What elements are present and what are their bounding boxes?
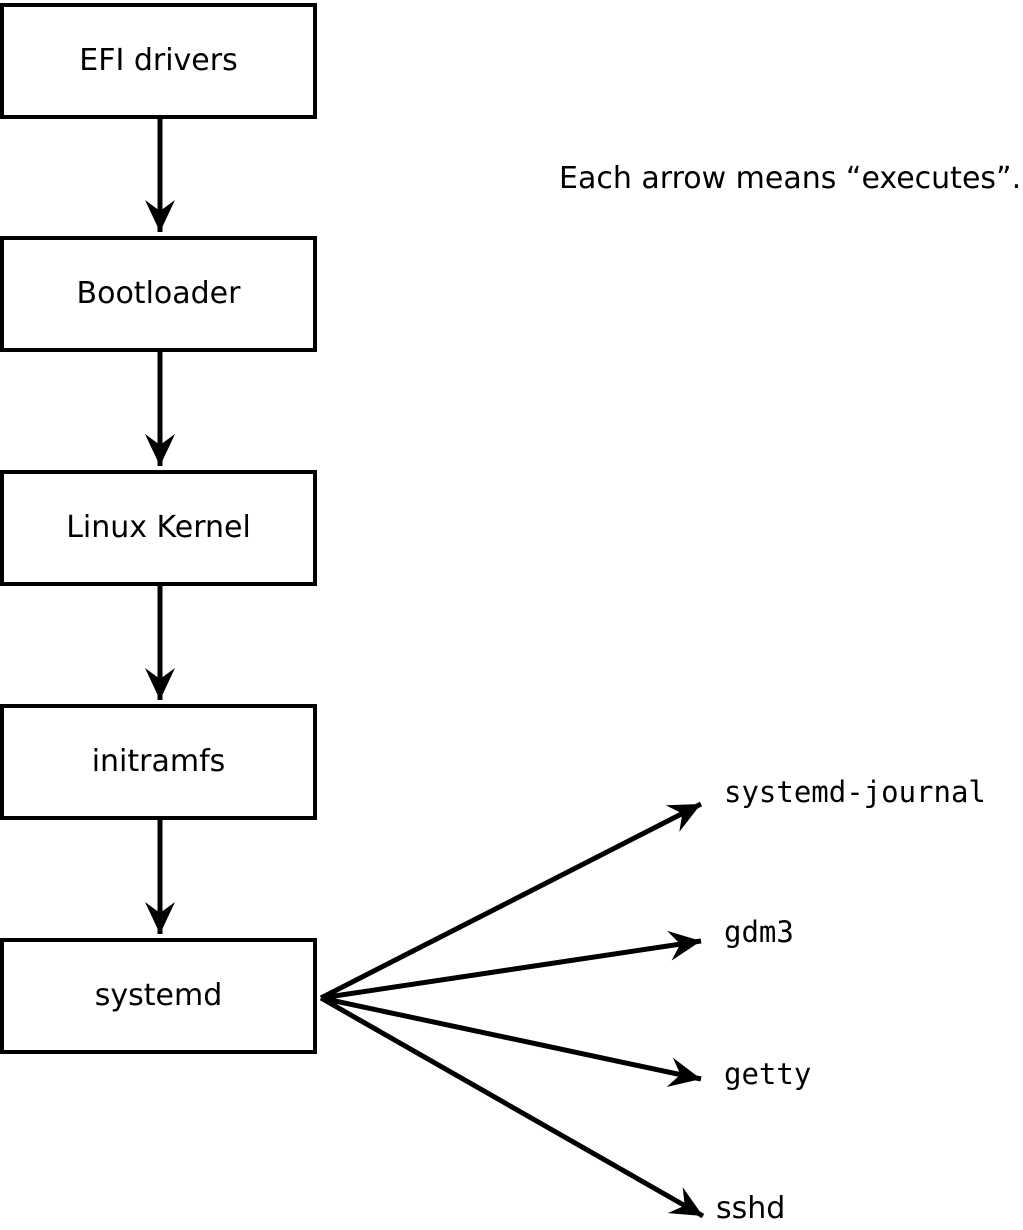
box-initramfs-label: initramfs: [91, 744, 226, 779]
box-linux-kernel-label: Linux Kernel: [66, 510, 251, 545]
arrow-systemd-to-sshd: [319, 995, 705, 1219]
arrow-legend-note: Each arrow means “executes”.: [559, 161, 1022, 196]
label-systemd-journal: systemd-journal: [724, 775, 986, 809]
arrow-systemd-to-getty: [320, 995, 702, 1087]
arrow-systemd-to-journal: [319, 801, 703, 1001]
box-bootloader-label: Bootloader: [76, 276, 241, 311]
label-gdm3: gdm3: [724, 915, 794, 949]
box-systemd-label: systemd: [94, 978, 223, 1013]
label-sshd: sshd: [716, 1191, 786, 1226]
label-getty: getty: [724, 1057, 812, 1091]
arrow-systemd-to-gdm3: [320, 930, 702, 1001]
box-linux-kernel: Linux Kernel: [0, 470, 317, 586]
box-efi-drivers: EFI drivers: [0, 3, 317, 119]
box-bootloader: Bootloader: [0, 236, 317, 352]
box-systemd: systemd: [0, 938, 317, 1054]
box-initramfs: initramfs: [0, 704, 317, 820]
box-efi-drivers-label: EFI drivers: [79, 43, 238, 78]
